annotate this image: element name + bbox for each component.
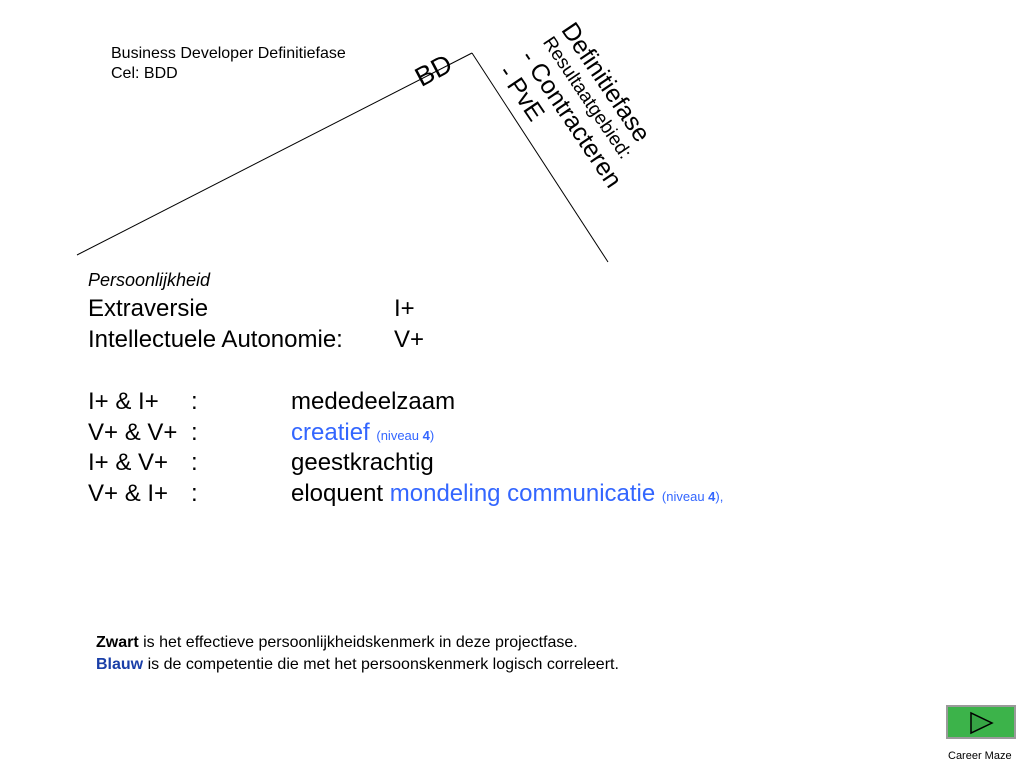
header-title: Business Developer Definitiefase [111, 45, 346, 62]
combination-code: V+ & V+ [88, 419, 178, 446]
play-triangle-icon [970, 711, 994, 735]
level-value: 4 [422, 428, 430, 443]
career-maze-label: Career Maze [948, 750, 1012, 762]
header-cell: Cel: BDD [111, 65, 178, 82]
level-value: 4 [708, 489, 716, 504]
combination-result: geestkrachtig [291, 449, 434, 476]
legend-blue-text: is de competentie die met het persoonske… [143, 656, 619, 673]
legend-black-text: is het effectieve persoonlijkheidskenmer… [138, 634, 578, 651]
trait-value: I+ [394, 295, 415, 322]
combination-code: I+ & I+ [88, 388, 159, 415]
combination-result: eloquent mondeling communicatie (niveau … [291, 479, 723, 512]
competency-text: mondeling communicatie [389, 480, 656, 507]
combination-row: I+ & V+ : geestkrachtig [88, 448, 888, 478]
personality-heading: Persoonlijkheid [88, 270, 211, 290]
header-block: Business Developer Definitiefase Cel: BD… [111, 44, 346, 84]
combination-row: V+ & I+ : eloquent mondeling communicati… [88, 479, 888, 509]
combination-code: V+ & I+ [88, 480, 169, 507]
combination-row: V+ & V+ : creatief (niveau 4) [88, 418, 888, 448]
legend: Zwart is het effectieve persoonlijkheids… [96, 632, 619, 676]
combination-sep: : [191, 419, 198, 446]
rising-line [76, 52, 473, 256]
legend-blue: Blauw is de competentie die met het pers… [96, 654, 619, 676]
combination-sep: : [191, 449, 198, 476]
competency-text: creatief [291, 419, 370, 446]
falling-line [471, 52, 609, 263]
level-note: (niveau 4) [376, 428, 435, 443]
combination-result: creatief (niveau 4) [291, 418, 434, 451]
trait-name: Intellectuele Autonomie: [88, 326, 343, 353]
next-button[interactable] [946, 705, 1016, 739]
combination-sep: : [191, 480, 198, 507]
combination-result: mededeelzaam [291, 388, 456, 415]
trait-row: Intellectuele Autonomie: V+ [88, 325, 424, 355]
trait-row: Extraversie I+ [88, 294, 415, 324]
trait-value: V+ [394, 326, 425, 353]
legend-black-word: Zwart [96, 634, 139, 651]
combination-row: I+ & I+ : mededeelzaam [88, 387, 888, 417]
trait-name: Extraversie [88, 295, 209, 322]
trait-text: eloquent [291, 480, 384, 507]
combination-code: I+ & V+ [88, 449, 169, 476]
legend-blue-word: Blauw [96, 656, 144, 673]
level-note: (niveau 4), [661, 489, 724, 504]
legend-black: Zwart is het effectieve persoonlijkheids… [96, 632, 619, 654]
combination-sep: : [191, 388, 198, 415]
